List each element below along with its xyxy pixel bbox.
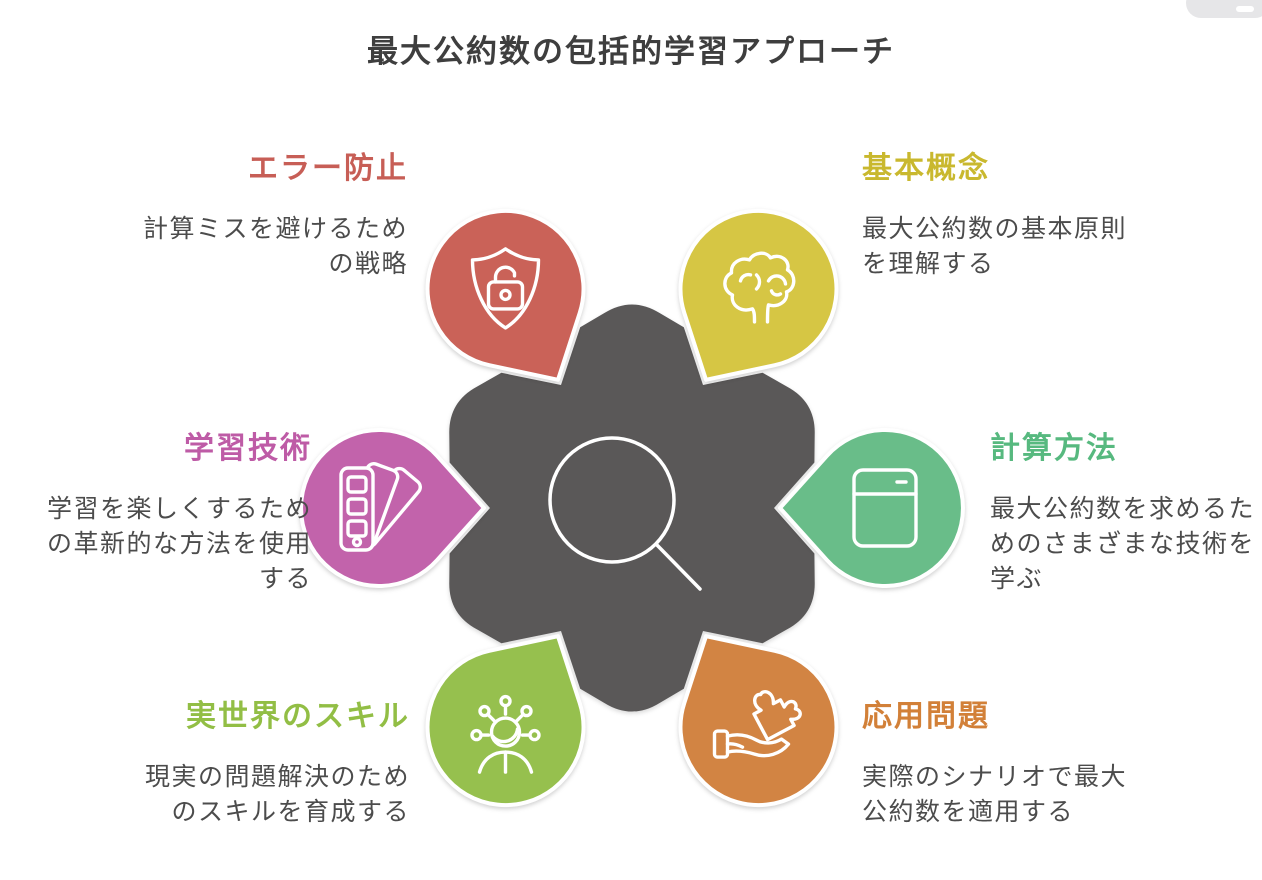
hub-gear-shape <box>449 304 815 712</box>
corner-widget-fragment <box>1186 0 1262 18</box>
petal-basic-concepts[interactable] <box>678 208 839 382</box>
calculator-icon <box>852 468 918 548</box>
section-description: 最大公約数の基本原則 を理解する <box>862 215 1128 278</box>
hand-puzzle-icon <box>712 690 802 759</box>
section-error-prevention: エラー防止 計算ミスを避けるため の戦略 <box>68 150 408 282</box>
section-description: 実際のシナリオで最大 公約数を適用する <box>862 763 1128 826</box>
section-description: 学習を楽しくするため の革新的な方法を使用 する <box>46 495 312 593</box>
petal-calculation-methods[interactable] <box>778 428 965 588</box>
section-title: 基本概念 <box>862 152 990 185</box>
section-title: 応用問題 <box>862 700 990 733</box>
section-description: 最大公約数を求めるた めのさまざまな技術を 学ぶ <box>990 495 1256 593</box>
section-learning-techniques: 学習技術 学習を楽しくするため の革新的な方法を使用 する <box>0 430 312 597</box>
person-network-icon <box>470 694 541 774</box>
section-calculation-methods: 計算方法 最大公約数を求めるた めのさまざまな技術を 学ぶ <box>990 430 1262 597</box>
corner-widget-dash <box>1236 6 1254 12</box>
swatches-icon <box>339 462 422 552</box>
page-title: 最大公約数の包括的学習アプローチ <box>367 34 895 69</box>
section-real-world-skills: 実世界のスキル 現実の問題解決のため のスキルを育成する <box>70 698 410 830</box>
section-description: 計算ミスを避けるため の戦略 <box>142 215 408 278</box>
magnifying-glass-icon <box>548 436 702 591</box>
section-description: 現実の問題解決のため のスキルを育成する <box>144 763 410 826</box>
section-title: 計算方法 <box>990 432 1118 465</box>
brain-icon <box>723 251 796 324</box>
shield-lock-icon <box>470 247 541 330</box>
petal-real-world-skills[interactable] <box>425 634 586 808</box>
section-basic-concepts: 基本概念 最大公約数の基本原則 を理解する <box>862 150 1202 282</box>
section-title: 実世界のスキル <box>186 700 410 733</box>
petal-error-prevention[interactable] <box>425 208 586 382</box>
section-applied-problems: 応用問題 実際のシナリオで最大 公約数を適用する <box>862 698 1202 830</box>
section-title: エラー防止 <box>248 152 408 185</box>
section-title: 学習技術 <box>184 432 312 465</box>
